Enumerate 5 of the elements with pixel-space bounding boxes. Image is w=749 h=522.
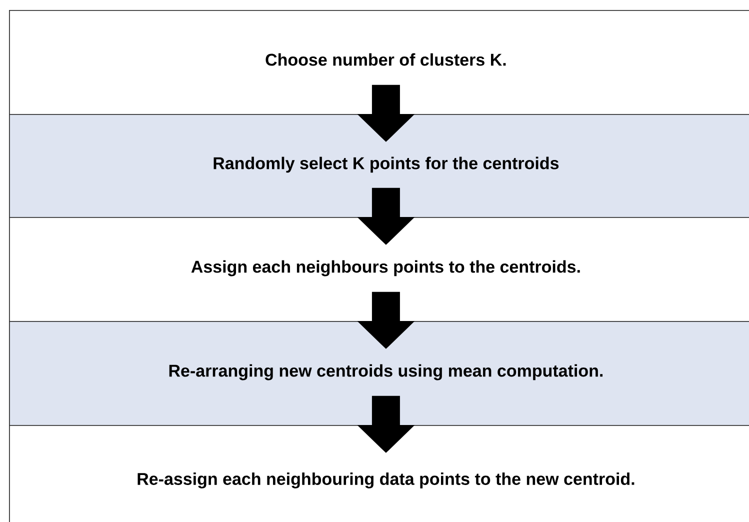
- step-band: Randomly select K points for the centroids: [9, 114, 749, 218]
- step-band: Choose number of clusters K.: [9, 10, 749, 115]
- step-band: Assign each neighbours points to the centroids.: [9, 217, 749, 322]
- step-band: Re-arranging new centroids using mean computation.: [9, 321, 749, 426]
- step-band: Re-assign each neighbouring data points to the new centroid.: [9, 425, 749, 522]
